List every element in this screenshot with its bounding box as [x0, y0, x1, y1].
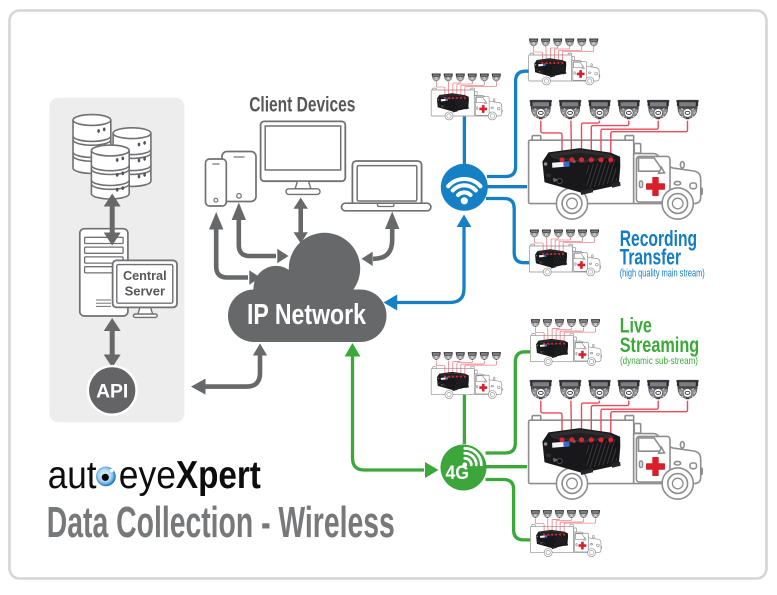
svg-text:IP Network: IP Network — [247, 299, 366, 331]
svg-text:aut: aut — [48, 454, 97, 497]
svg-text:Recording: Recording — [620, 226, 697, 251]
svg-text:Live: Live — [620, 313, 652, 337]
svg-text:(high quality main stream): (high quality main stream) — [620, 267, 705, 279]
svg-text:(dynamic sub-stream): (dynamic sub-stream) — [620, 355, 698, 367]
svg-text:Xpert: Xpert — [176, 454, 261, 497]
svg-text:Transfer: Transfer — [620, 245, 681, 270]
svg-text:Server: Server — [125, 284, 165, 299]
svg-text:Streaming: Streaming — [620, 333, 700, 357]
svg-text:Data Collection - Wireless: Data Collection - Wireless — [47, 499, 395, 547]
svg-text:Central: Central — [123, 268, 167, 283]
svg-text:4G: 4G — [445, 462, 469, 484]
svg-text:eye: eye — [119, 454, 176, 497]
svg-text:Client Devices: Client Devices — [249, 93, 355, 116]
svg-text:API: API — [96, 380, 128, 402]
